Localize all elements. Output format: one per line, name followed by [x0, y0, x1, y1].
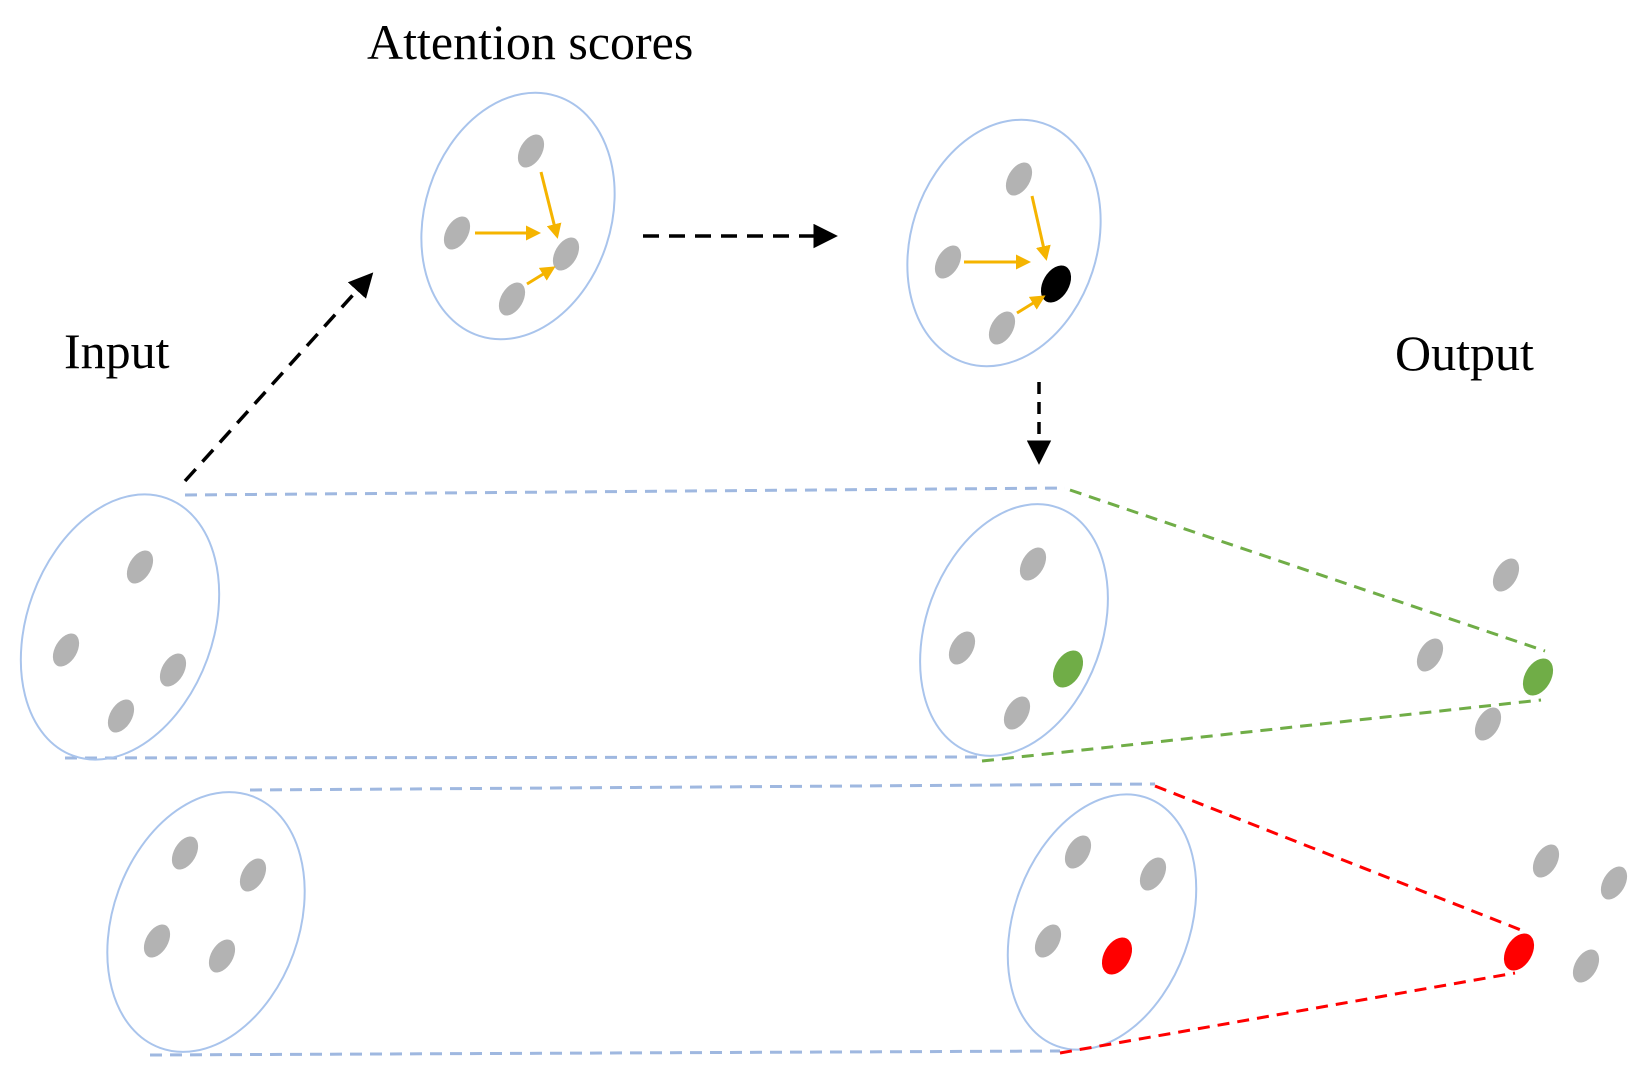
aggregation-ring	[906, 118, 1102, 368]
red-projection-top	[1154, 784, 1527, 934]
red-output-node-icon	[1503, 933, 1535, 971]
red-projection-bottom	[1059, 971, 1516, 1055]
gray-node-icon	[552, 237, 580, 271]
gray-node-icon	[1572, 949, 1600, 983]
input-ring	[106, 791, 306, 1053]
gray-node-icon	[171, 836, 199, 870]
green-output-node-icon	[1522, 658, 1554, 696]
input-to-attention-arrow	[183, 272, 374, 483]
gray-node-icon	[1019, 547, 1047, 581]
attention-ring	[420, 91, 616, 341]
gray-node-icon	[1003, 696, 1031, 730]
cylinder-top-edge	[184, 486, 1066, 497]
gray-node-icon	[1532, 844, 1560, 878]
orange-arrow-icon	[1016, 295, 1046, 315]
gray-node-icon	[948, 631, 976, 665]
orange-arrow-icon	[539, 171, 562, 239]
green-node-icon	[1052, 650, 1084, 688]
gray-node-icon	[52, 633, 80, 667]
layer-ring	[1006, 793, 1198, 1051]
gray-node-icon	[934, 245, 962, 279]
gray-node-icon	[1600, 866, 1628, 900]
green-projection-top	[1069, 488, 1546, 653]
gray-node-icon	[107, 699, 135, 733]
output-label: Output	[1395, 325, 1534, 381]
layer-1-cylinder	[19, 486, 1554, 763]
gray-node-icon	[498, 282, 526, 316]
attention-scores-label: Attention scores	[367, 14, 693, 70]
gray-node-icon	[1492, 558, 1520, 592]
layer-ring	[919, 503, 1109, 757]
cylinder-top-edge	[249, 782, 1156, 792]
gray-node-icon	[1064, 835, 1092, 869]
gray-node-icon	[208, 939, 236, 973]
green-projection-bottom	[981, 698, 1542, 763]
gray-node-icon	[443, 216, 471, 250]
gray-node-icon	[159, 653, 187, 687]
gray-node-icon	[988, 311, 1016, 345]
gray-node-icon	[126, 550, 154, 584]
input-ring	[19, 493, 221, 761]
gray-node-icon	[1416, 638, 1444, 672]
attention-scores-cluster	[420, 91, 616, 341]
gray-node-icon	[1474, 707, 1502, 741]
gray-node-icon	[239, 858, 267, 892]
aggregation-cluster	[906, 118, 1102, 368]
gray-node-icon	[1005, 162, 1033, 196]
cylinder-bottom-edge	[149, 1049, 1061, 1057]
input-label: Input	[64, 323, 170, 379]
red-node-icon	[1101, 937, 1133, 975]
layer-2-cylinder	[106, 782, 1628, 1057]
gray-node-icon	[1139, 857, 1167, 891]
gray-node-icon	[1034, 924, 1062, 958]
gray-node-icon	[517, 134, 545, 168]
attended-node-icon	[1040, 265, 1072, 303]
orange-arrow-icon	[526, 266, 556, 286]
orange-arrow-icon	[1030, 195, 1051, 261]
gray-node-icon	[143, 924, 171, 958]
cylinder-bottom-edge	[64, 755, 983, 760]
